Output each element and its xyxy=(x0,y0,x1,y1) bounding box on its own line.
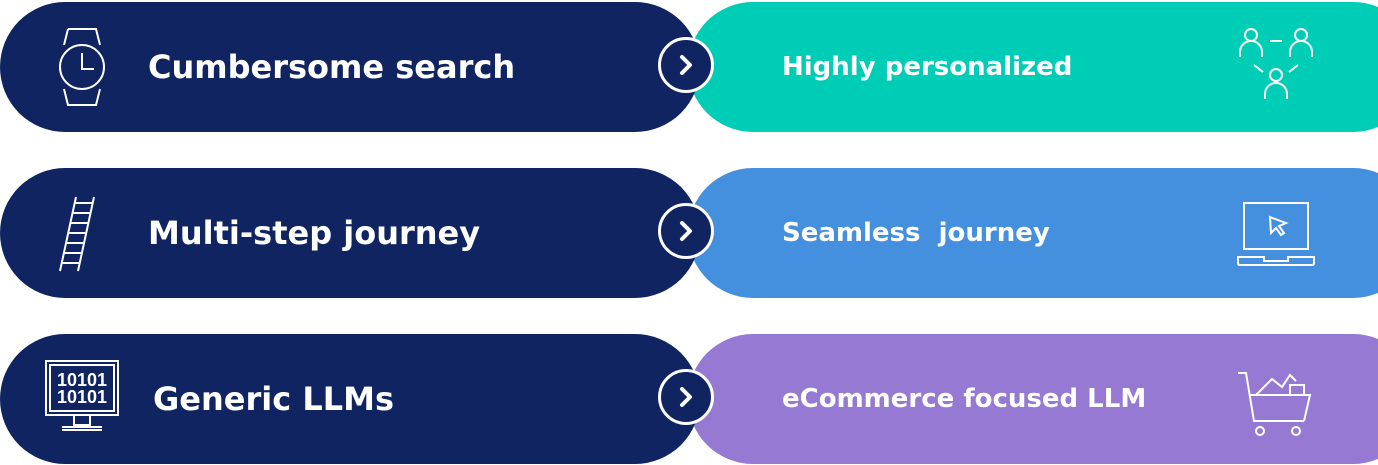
binary-monitor-icon: 10101 10101 xyxy=(45,360,119,431)
benefit-pill-ecommerce xyxy=(688,334,1378,464)
people-network-icon xyxy=(1239,28,1313,99)
chevron-right-icon[interactable] xyxy=(658,369,714,425)
shopping-cart-icon xyxy=(1238,372,1312,436)
problem-label: Multi-step journey xyxy=(148,214,481,252)
chevron-right-icon[interactable] xyxy=(658,203,714,259)
benefit-label: Highly personalized xyxy=(782,52,1073,82)
benefit-label: eCommerce focused LLM xyxy=(782,384,1147,414)
laptop-cursor-icon xyxy=(1237,202,1315,266)
problem-pill-journey xyxy=(0,168,700,298)
problem-pill-llms xyxy=(0,334,700,464)
comparison-row-2: Seamless journey Multi-step journey xyxy=(0,168,1378,298)
chevron-right-icon[interactable] xyxy=(658,37,714,93)
binary-text-line-2: 10101 xyxy=(57,387,107,407)
binary-text-line-1: 10101 xyxy=(57,370,107,390)
comparison-row-1: Highly personalized Cumbersome search xyxy=(0,2,1378,132)
problem-pill-search xyxy=(0,2,700,132)
benefit-pill-personalized xyxy=(688,2,1378,132)
problem-label: Generic LLMs xyxy=(153,380,394,418)
watch-icon xyxy=(59,28,105,106)
benefit-label: Seamless journey xyxy=(782,218,1050,248)
benefit-pill-seamless xyxy=(688,168,1378,298)
comparison-row-3: eCommerce focused LLM 10101 10101 Generi… xyxy=(0,334,1378,464)
ladder-icon xyxy=(59,196,95,272)
problem-label: Cumbersome search xyxy=(148,48,516,86)
